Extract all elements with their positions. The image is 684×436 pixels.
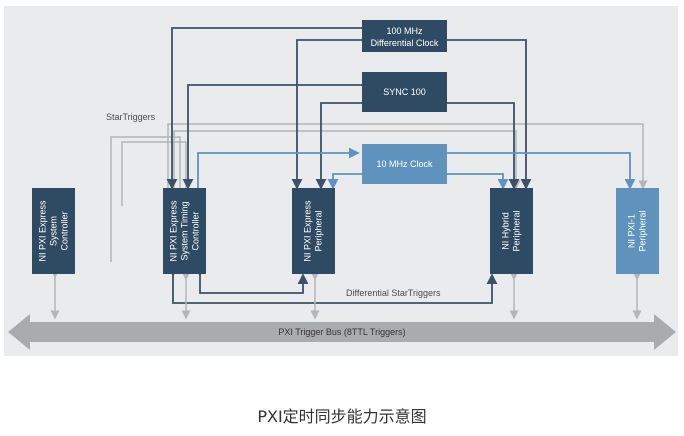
controller-label-line2: System xyxy=(49,216,59,246)
mhz10-clock-lines xyxy=(197,147,636,190)
mhz100-clock-lines xyxy=(166,27,532,190)
pxi1-label-line2: Peripheral xyxy=(638,210,648,251)
timing-label-line1: NI PXI Express xyxy=(169,200,179,262)
mhz10-label: 10 MHz Clock xyxy=(376,159,433,169)
controller-label-line3: Controller xyxy=(60,211,70,250)
hybrid-peripheral-module: NI Hybrid Peripheral xyxy=(490,188,533,274)
differential-star-triggers-label: Differential StarTriggers xyxy=(346,288,441,298)
star-trigger-lines xyxy=(110,123,648,276)
mhz10-clock-box: 10 MHz Clock xyxy=(362,144,447,184)
hybrid-label-line1: NI Hybrid xyxy=(501,212,511,250)
system-timing-controller-module: NI PXI Express System Timing Controller xyxy=(163,188,206,274)
sync100-label: SYNC 100 xyxy=(383,87,426,97)
trigger-bus-label: PXI Trigger Bus (8TTL Triggers) xyxy=(278,327,405,337)
mhz100-clock-box: 100 MHz Differential Clock xyxy=(362,20,447,52)
system-controller-module: NI PXI Express System Controller xyxy=(32,188,75,274)
hybrid-label-line2: Peripheral xyxy=(512,210,522,251)
sync100-lines xyxy=(182,84,520,190)
peripheral-label-line2: Peripheral xyxy=(314,210,324,251)
trigger-bus-arrow xyxy=(8,314,676,350)
mhz100-label-line2: Differential Clock xyxy=(371,38,439,48)
peripheral-label-line1: NI PXI Express xyxy=(303,200,313,262)
mhz100-label-line1: 100 MHz xyxy=(386,26,423,36)
trigger-bus-drops xyxy=(50,269,642,320)
pxi1-peripheral-module: NI PXI-1 Peripheral xyxy=(616,188,659,274)
differential-star-trigger-lines xyxy=(167,266,498,304)
timing-label-line3: Controller xyxy=(191,211,201,250)
pxi-express-peripheral-module: NI PXI Express Peripheral xyxy=(292,188,335,274)
controller-label-line1: NI PXI Express xyxy=(38,200,48,262)
figure-caption: PXI定时同步能力示意图 xyxy=(257,407,427,426)
star-triggers-label: StarTriggers xyxy=(106,112,156,122)
sync100-box: SYNC 100 xyxy=(362,72,447,112)
timing-label-line2: System Timing xyxy=(180,201,190,260)
pxi1-label-line1: NI PXI-1 xyxy=(627,214,637,248)
diagram-panel xyxy=(4,6,678,356)
